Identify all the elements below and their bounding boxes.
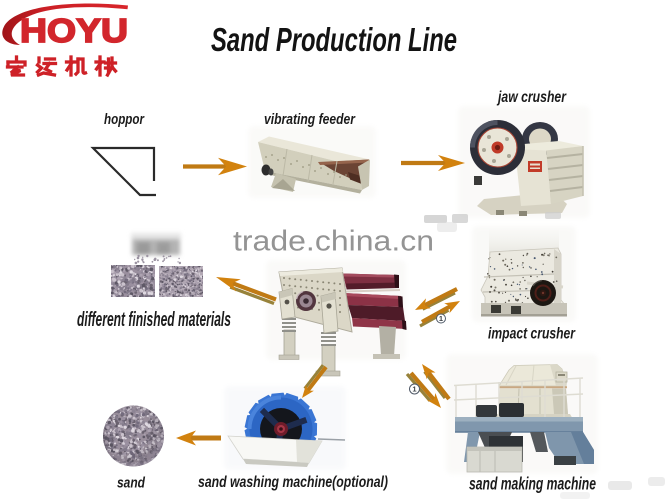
svg-text:sand: sand	[117, 475, 146, 492]
svg-text:1: 1	[439, 314, 443, 323]
svg-text:hoppor: hoppor	[104, 111, 145, 128]
svg-text:1: 1	[412, 385, 416, 394]
svg-text:Sand Production Line: Sand Production Line	[211, 21, 457, 58]
svg-text:HOYU: HOYU	[20, 13, 128, 50]
svg-text:sand making machine: sand making machine	[469, 474, 596, 494]
svg-text:sand washing machine(optional): sand washing machine(optional)	[198, 474, 388, 491]
svg-text:impact crusher: impact crusher	[488, 326, 576, 343]
svg-text:different finished materials: different finished materials	[77, 309, 231, 331]
svg-text:jaw crusher: jaw crusher	[496, 89, 566, 106]
svg-text:vibrating feeder: vibrating feeder	[264, 111, 356, 128]
svg-text:trade.china.cn: trade.china.cn	[233, 226, 434, 258]
